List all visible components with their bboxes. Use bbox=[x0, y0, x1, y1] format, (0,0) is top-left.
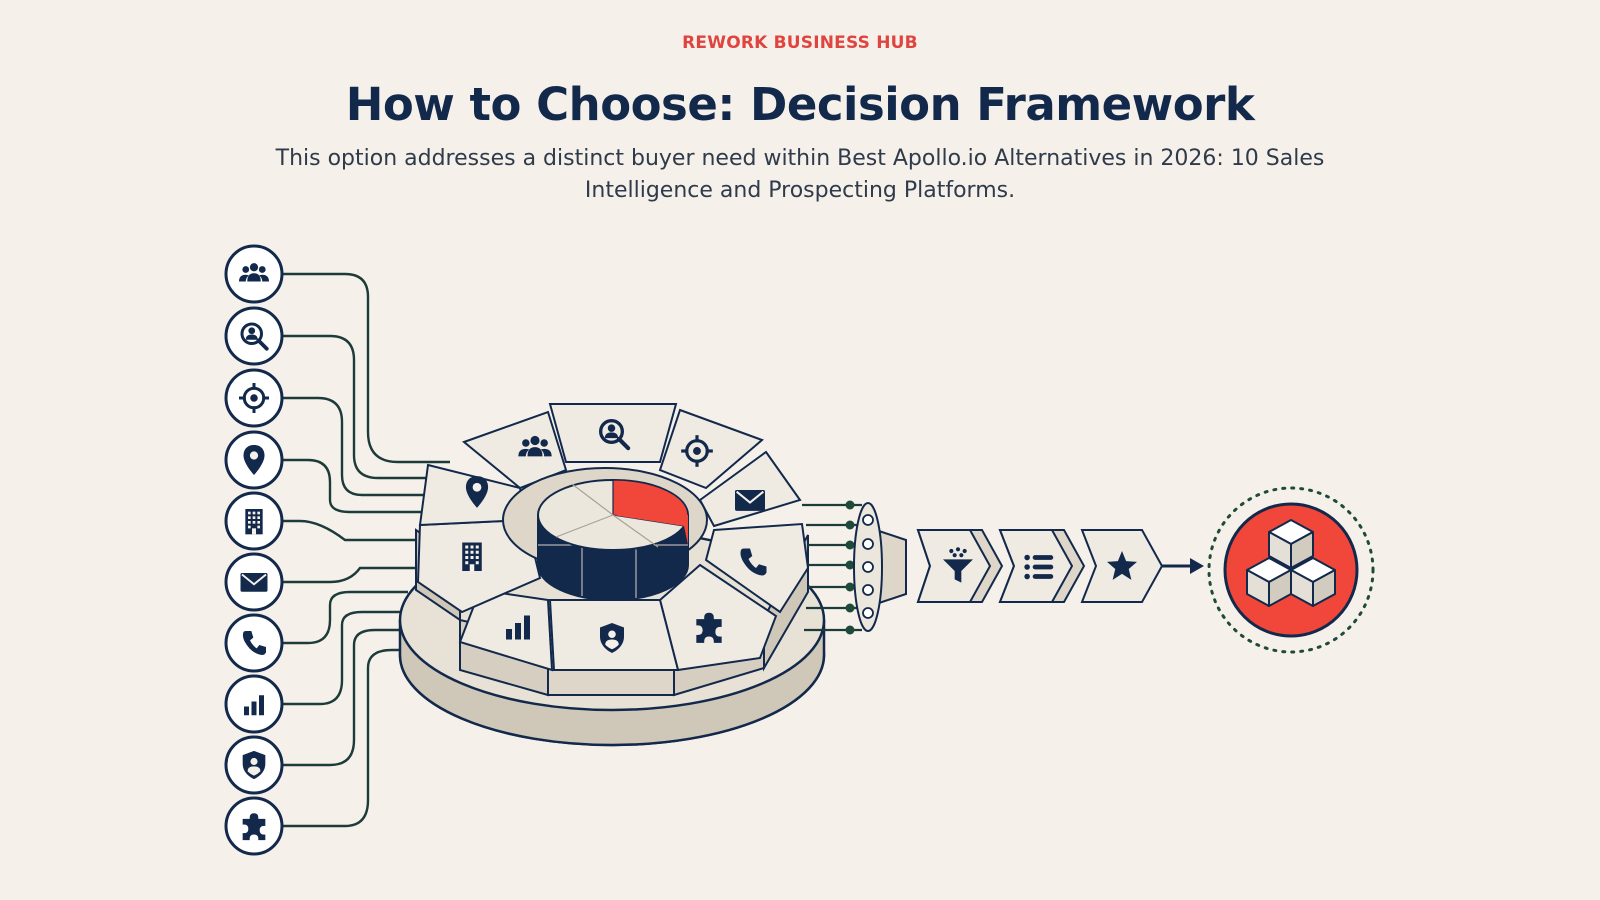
input-icon-column bbox=[224, 244, 284, 856]
input-puzzle-icon bbox=[224, 796, 284, 856]
input-search-person-icon bbox=[224, 306, 284, 366]
input-people-icon bbox=[224, 244, 284, 304]
pipeline-step-list bbox=[998, 529, 1086, 603]
result-badge bbox=[1207, 486, 1375, 654]
center-pie-chart bbox=[537, 479, 689, 601]
input-target-icon bbox=[224, 368, 284, 428]
input-shield-user-icon bbox=[224, 735, 284, 795]
cubes-icon bbox=[1246, 519, 1336, 607]
wheel-building-icon bbox=[462, 542, 482, 571]
wheel-mail-icon bbox=[733, 488, 767, 512]
input-bar-chart-icon bbox=[224, 674, 284, 734]
result-arrow bbox=[1162, 558, 1204, 574]
input-connectors bbox=[278, 272, 450, 828]
input-mail-icon bbox=[224, 552, 284, 612]
input-location-pin-icon bbox=[224, 430, 284, 490]
page-title: How to Choose: Decision Framework bbox=[345, 78, 1255, 131]
output-dots bbox=[845, 500, 855, 635]
input-building-icon bbox=[224, 491, 284, 551]
pipeline-step-filter bbox=[916, 529, 1004, 603]
input-phone-icon bbox=[224, 613, 284, 673]
central-wheel bbox=[398, 403, 826, 747]
page-subtitle: This option addresses a distinct buyer n… bbox=[275, 146, 1325, 203]
pipeline-steps bbox=[916, 529, 1164, 603]
connector-hub bbox=[853, 502, 907, 632]
brand-label: REWORK BUSINESS HUB bbox=[682, 33, 918, 53]
pipeline-step-star bbox=[1080, 529, 1164, 603]
list-icon bbox=[1024, 554, 1054, 580]
